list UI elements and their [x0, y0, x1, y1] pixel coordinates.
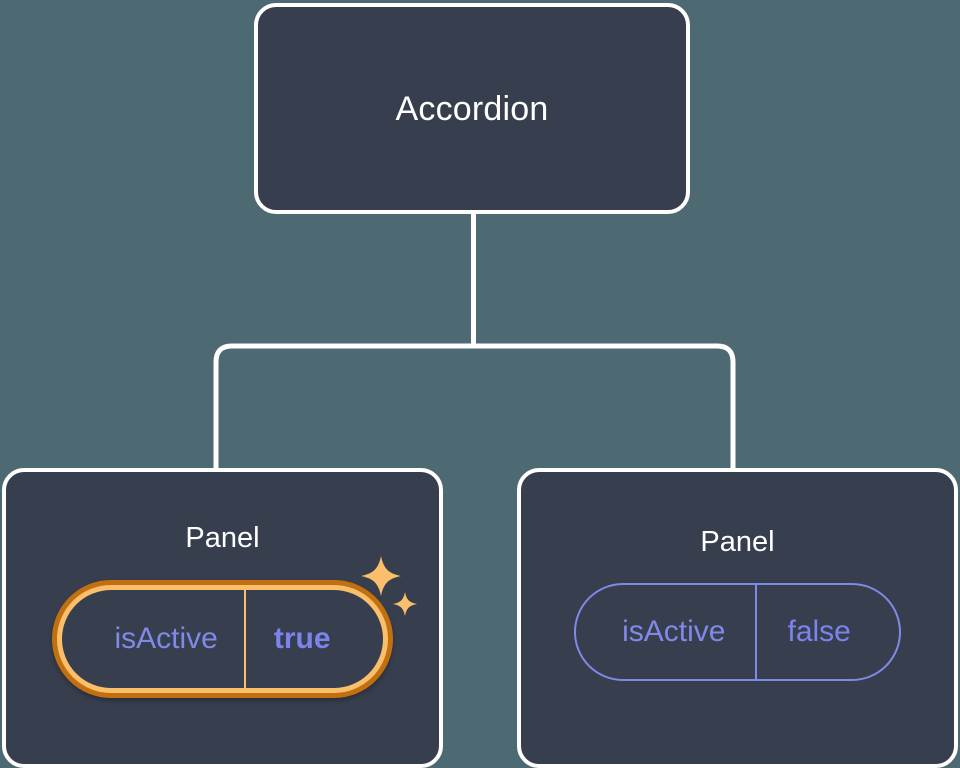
node-panel-inactive-title: Panel — [700, 526, 775, 558]
prop-key-isactive: isActive — [622, 615, 726, 648]
node-accordion[interactable]: Accordion — [254, 3, 690, 214]
edge-bus — [213, 343, 736, 468]
prop-pill-active[interactable]: isActive true — [52, 580, 393, 698]
node-panel-active[interactable]: Panel isActive true — [2, 468, 443, 768]
prop-pill-inactive-wrap: isActive false — [574, 583, 901, 681]
prop-value-false: false — [755, 585, 898, 679]
node-panel-inactive[interactable]: Panel isActive false — [517, 468, 958, 768]
component-tree-diagram: Accordion Panel isActive true Panel isAc… — [2, 3, 958, 768]
node-panel-active-title: Panel — [185, 522, 260, 554]
node-accordion-title: Accordion — [395, 89, 549, 128]
prop-pill-active-inner: isActive true — [62, 590, 383, 688]
prop-key-isactive: isActive — [114, 622, 218, 655]
prop-pill-inactive[interactable]: isActive false — [574, 583, 901, 681]
prop-value-true: true — [243, 590, 383, 688]
prop-pill-active-wrap: isActive true — [52, 556, 417, 698]
